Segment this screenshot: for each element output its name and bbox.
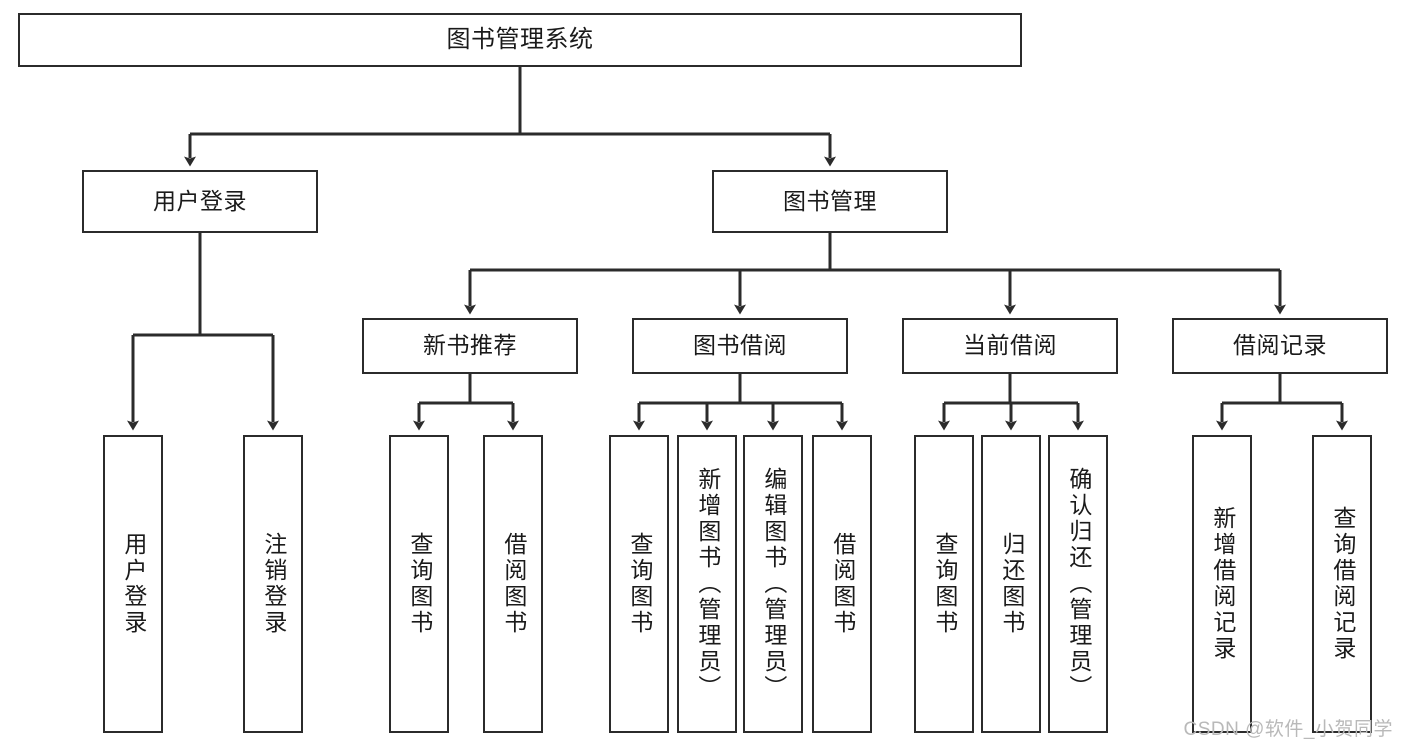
node-book-management[interactable]: 图书管理 (712, 170, 948, 233)
leaf-return-book[interactable]: 归还图书 (981, 435, 1041, 733)
node-borrow-record[interactable]: 借阅记录 (1172, 318, 1388, 374)
leaf-borrow-book-recommend[interactable]: 借阅图书 (483, 435, 543, 733)
node-label: 借阅图书 (500, 532, 527, 636)
node-label: 新书推荐 (423, 332, 517, 359)
node-label: 查询图书 (931, 532, 958, 636)
leaf-query-book-current[interactable]: 查询图书 (914, 435, 974, 733)
node-label: 图书管理 (783, 187, 877, 214)
node-label: 查询图书 (406, 532, 433, 636)
node-label: 借阅记录 (1233, 332, 1327, 359)
leaf-add-book-admin[interactable]: 新增图书（管理员） (677, 435, 737, 733)
node-label: 归还图书 (998, 532, 1025, 636)
node-label: 借阅图书 (829, 532, 856, 636)
leaf-borrow-book[interactable]: 借阅图书 (812, 435, 872, 733)
node-current-borrow[interactable]: 当前借阅 (902, 318, 1118, 374)
node-label: 新增借阅记录 (1209, 506, 1236, 662)
node-label: 图书管理系统 (446, 25, 594, 53)
node-label: 注销登录 (260, 532, 287, 636)
leaf-user-login[interactable]: 用户登录 (103, 435, 163, 733)
node-label: 查询借阅记录 (1329, 506, 1356, 662)
node-label: 用户登录 (153, 187, 247, 214)
leaf-edit-book-admin[interactable]: 编辑图书（管理员） (743, 435, 803, 733)
node-label: 确认归还（管理员） (1065, 467, 1092, 701)
node-user-login[interactable]: 用户登录 (82, 170, 318, 233)
node-label: 查询图书 (626, 532, 653, 636)
leaf-query-borrow-record[interactable]: 查询借阅记录 (1312, 435, 1372, 733)
watermark-text: CSDN @软件_小贺同学 (1183, 719, 1393, 740)
node-label: 新增图书（管理员） (694, 467, 721, 701)
node-label: 用户登录 (120, 532, 147, 636)
node-label: 编辑图书（管理员） (760, 467, 787, 701)
leaf-add-borrow-record[interactable]: 新增借阅记录 (1192, 435, 1252, 733)
node-root-system[interactable]: 图书管理系统 (18, 13, 1022, 67)
node-label: 图书借阅 (693, 332, 787, 359)
leaf-query-book-recommend[interactable]: 查询图书 (389, 435, 449, 733)
node-book-borrow[interactable]: 图书借阅 (632, 318, 848, 374)
node-new-book-recommend[interactable]: 新书推荐 (362, 318, 578, 374)
leaf-query-book-borrow[interactable]: 查询图书 (609, 435, 669, 733)
node-label: 当前借阅 (963, 332, 1057, 359)
leaf-user-logout[interactable]: 注销登录 (243, 435, 303, 733)
leaf-confirm-return-admin[interactable]: 确认归还（管理员） (1048, 435, 1108, 733)
